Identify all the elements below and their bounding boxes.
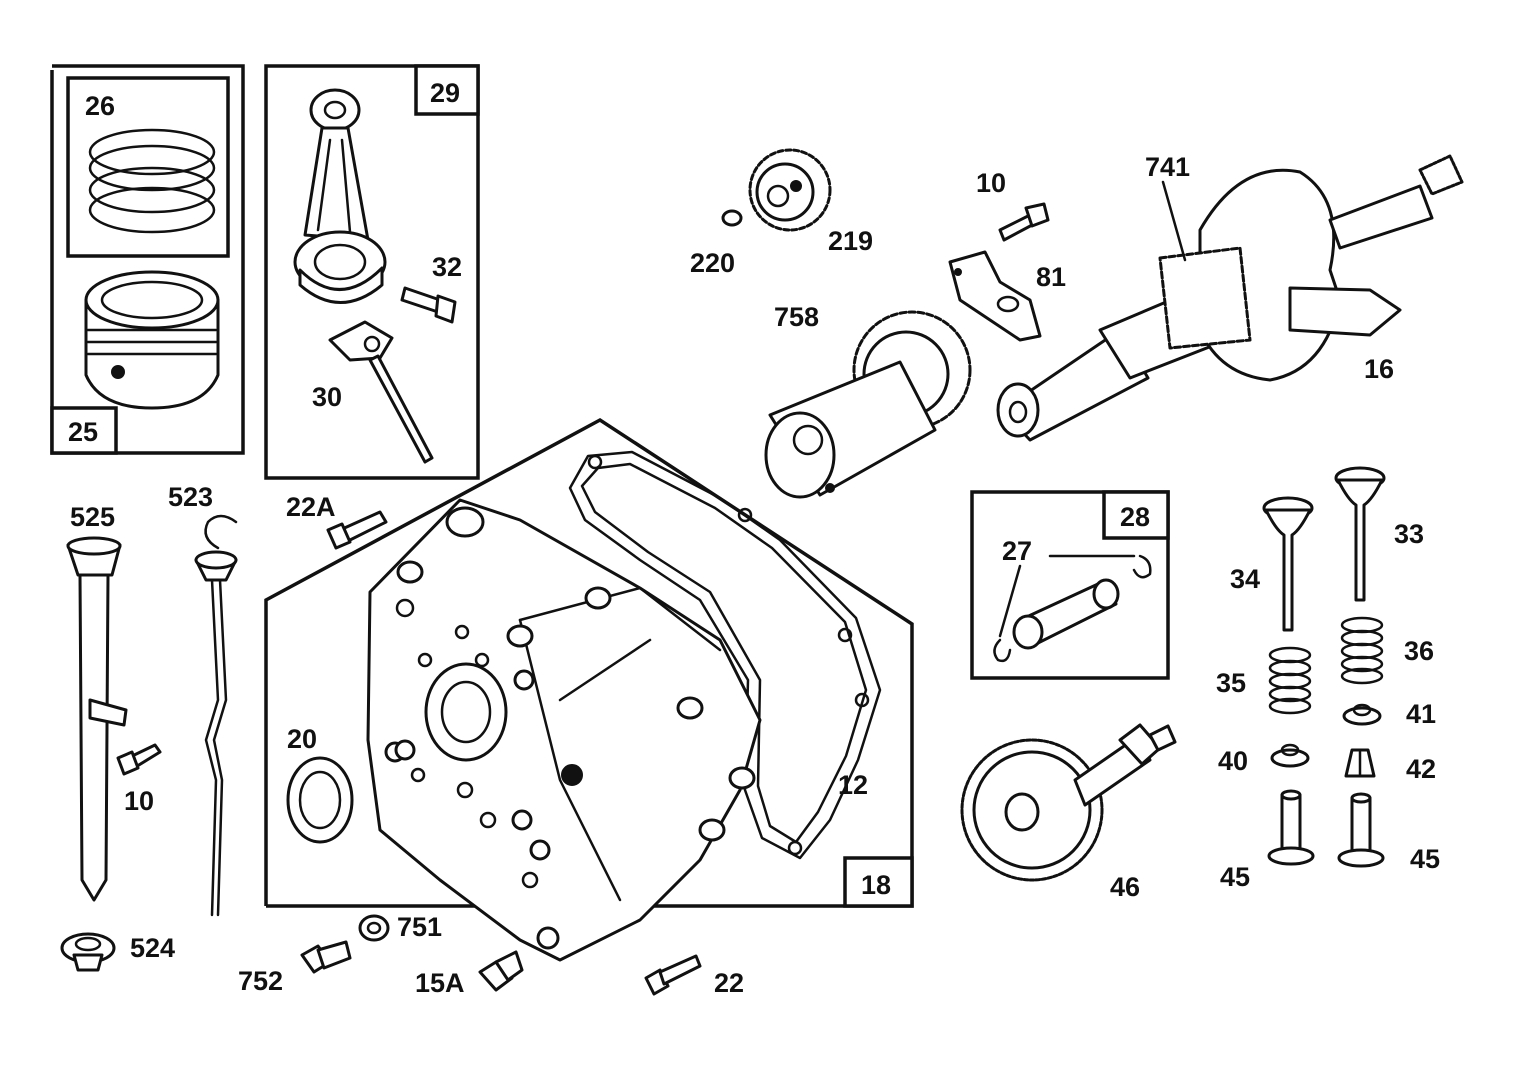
- valve-train-group: 34 33 35 36 41 40 42 45 45: [1216, 466, 1440, 892]
- label-10-left: 10: [124, 786, 154, 816]
- governor-gear-group: 220 219: [690, 148, 873, 278]
- connecting-rod: [293, 88, 387, 304]
- balancer-group: 758: [764, 302, 972, 499]
- label-34: 34: [1230, 564, 1260, 594]
- plug-15a: [478, 950, 524, 992]
- label-16: 16: [1364, 354, 1394, 384]
- piston-rings: [88, 128, 216, 234]
- keeper-42: [1344, 748, 1376, 778]
- camshaft: [960, 723, 1177, 882]
- label-20: 20: [287, 724, 317, 754]
- label-523: 523: [168, 482, 213, 512]
- label-45-right: 45: [1410, 844, 1440, 874]
- gasket: [568, 450, 882, 860]
- bracket: [948, 250, 1042, 342]
- label-12: 12: [838, 770, 868, 800]
- tube-bolt: [116, 743, 162, 776]
- label-22a: 22A: [286, 492, 336, 522]
- crankshaft: [996, 154, 1464, 442]
- label-220: 220: [690, 248, 735, 278]
- washer-220: [721, 209, 743, 227]
- label-45-left: 45: [1220, 862, 1250, 892]
- label-741: 741: [1145, 152, 1190, 182]
- retainer-41: [1342, 703, 1382, 726]
- label-15a: 15A: [415, 968, 465, 998]
- piston-pin-group: 28 27: [970, 490, 1170, 680]
- washer-751: [358, 914, 390, 942]
- label-32: 32: [432, 252, 462, 282]
- label-219: 219: [828, 226, 873, 256]
- label-29: 29: [430, 78, 460, 108]
- crankcase-cover: [366, 498, 762, 962]
- label-33: 33: [1394, 519, 1424, 549]
- rod-bolt: [400, 286, 457, 324]
- piston-group: 26 25: [50, 64, 245, 455]
- tappet-45-right: [1337, 792, 1385, 868]
- bolt-10-top: [998, 202, 1050, 242]
- dipstick-group: 523: [168, 482, 238, 917]
- label-22: 22: [714, 968, 744, 998]
- spring-36: [1340, 616, 1384, 685]
- oil-seal: [286, 756, 354, 844]
- label-42: 42: [1406, 754, 1436, 784]
- valve-33: [1334, 466, 1386, 602]
- pin-retainers: [993, 554, 1152, 663]
- label-30: 30: [312, 382, 342, 412]
- label-751: 751: [397, 912, 442, 942]
- label-525: 525: [70, 502, 115, 532]
- piston-pin: [1012, 578, 1120, 650]
- valve-34: [1262, 496, 1314, 632]
- retainer-40: [1270, 743, 1310, 768]
- dipstick-tube-group: 525 10 524: [60, 502, 175, 972]
- plug-752: [300, 940, 352, 974]
- tappet-45-left: [1267, 789, 1315, 866]
- camshaft-group: 46: [960, 723, 1177, 902]
- label-35: 35: [1216, 668, 1246, 698]
- bolt-22a: 22A: [286, 492, 388, 550]
- label-40: 40: [1218, 746, 1248, 776]
- label-28: 28: [1120, 502, 1150, 532]
- label-27: 27: [1002, 536, 1032, 566]
- piston: [84, 270, 220, 410]
- label-18: 18: [861, 870, 891, 900]
- crankcase-cover-group: 20 12 18: [264, 417, 914, 962]
- label-524: 524: [130, 933, 175, 963]
- label-36: 36: [1404, 636, 1434, 666]
- label-25: 25: [68, 417, 98, 447]
- connecting-rod-group: 29 32 30: [264, 64, 480, 480]
- label-81: 81: [1036, 262, 1066, 292]
- bottom-hardware: 751 752 15A 22: [238, 912, 744, 998]
- oil-dipper: [328, 320, 434, 464]
- spring-35: [1268, 646, 1312, 715]
- governor-gear: [748, 148, 832, 232]
- bolt-22: [644, 954, 702, 996]
- balancer: [764, 310, 972, 499]
- label-26: 26: [85, 91, 115, 121]
- label-46: 46: [1110, 872, 1140, 902]
- dipstick: [194, 514, 238, 917]
- dipstick-tube: [66, 536, 128, 902]
- label-41: 41: [1406, 699, 1436, 729]
- crankshaft-group: 741 16: [996, 152, 1464, 442]
- label-10-top: 10: [976, 168, 1006, 198]
- bracket-group: 10 81: [948, 168, 1066, 342]
- tube-seal: [60, 932, 116, 972]
- label-758: 758: [774, 302, 819, 332]
- label-752: 752: [238, 966, 283, 996]
